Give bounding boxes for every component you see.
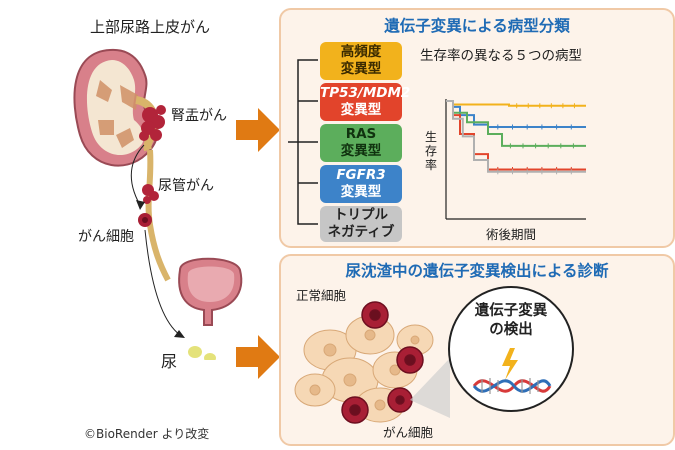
detection-line1: 遺伝子変異 bbox=[474, 303, 548, 319]
ureter-tumor bbox=[142, 184, 159, 204]
detection-line2: の検出 bbox=[489, 322, 533, 338]
ureter bbox=[145, 149, 171, 282]
lightning-icon bbox=[502, 348, 518, 380]
subtype-label-line2: 変異型 bbox=[340, 143, 382, 159]
ureter-cancer-label: 尿管がん bbox=[158, 178, 214, 194]
urine-sediment-cells bbox=[294, 301, 450, 424]
chart-xlabel: 術後期間 bbox=[486, 227, 537, 242]
survival-curve-0 bbox=[446, 100, 586, 107]
normal-cells bbox=[294, 315, 434, 423]
normal-cells-label: 正常細胞 bbox=[296, 288, 347, 303]
chart-ylabel: 生存率 bbox=[425, 130, 438, 172]
survival-chart bbox=[445, 99, 586, 220]
subtype-tp53-mdm2: TP53/MDM2 変異型 bbox=[320, 83, 411, 121]
renal-pelvis-cancer-label: 腎盂がん bbox=[171, 108, 227, 124]
subtype-label-line1: RAS bbox=[345, 126, 377, 142]
survival-curve-3 bbox=[446, 100, 586, 171]
dna-mutation-icon bbox=[472, 348, 552, 394]
urine-drops bbox=[188, 346, 216, 360]
renal-pelvis-tumor bbox=[139, 105, 166, 141]
subtype-label-line2: 変異型 bbox=[340, 184, 382, 200]
subtype-label-line2: 変異型 bbox=[340, 102, 382, 118]
credit-text: ©BioRender より改変 bbox=[84, 427, 210, 441]
subtype-label-line2: 変異型 bbox=[340, 61, 382, 77]
classification-title: 遺伝子変異による病型分類 bbox=[384, 17, 570, 35]
arrow-to-classification bbox=[236, 108, 280, 152]
subtype-triple-negative: トリプル ネガティブ bbox=[320, 206, 402, 242]
subtype-high-frequency: 高頻度 変異型 bbox=[320, 42, 402, 80]
left-title: 上部尿路上皮がん bbox=[90, 18, 211, 36]
subtype-label-line1: トリプル bbox=[334, 207, 388, 223]
survival-curve-2 bbox=[446, 100, 586, 147]
subtype-fgfr3: FGFR3 変異型 bbox=[320, 165, 402, 203]
urinary-tract-illustration bbox=[73, 48, 243, 360]
subtype-label-line1: 高頻度 bbox=[340, 44, 382, 60]
detection-text: 遺伝子変異 の検出 bbox=[448, 302, 574, 340]
urine-label: 尿 bbox=[161, 352, 178, 371]
kidney bbox=[73, 48, 159, 167]
cancer-cells-label-bottom: がん細胞 bbox=[383, 425, 434, 440]
subtype-ras: RAS 変異型 bbox=[320, 124, 402, 162]
bladder bbox=[178, 257, 243, 326]
cancer-cells bbox=[341, 301, 424, 424]
diagnosis-title: 尿沈渣中の遺伝子変異検出による診断 bbox=[345, 262, 609, 280]
arrow-to-diagnosis bbox=[236, 335, 280, 379]
cancer-cell-small bbox=[138, 213, 152, 227]
classification-subtitle: 生存率の異なる５つの病型 bbox=[420, 48, 582, 64]
subtype-label-line1: FGFR3 bbox=[336, 167, 386, 183]
subtype-label-line2: ネガティブ bbox=[327, 224, 395, 240]
survival-curve-4 bbox=[446, 100, 586, 173]
cancer-cells-label-left: がん細胞 bbox=[78, 229, 134, 245]
subtype-label-line1: TP53/MDM2 bbox=[320, 85, 411, 101]
subtype-bracket bbox=[288, 59, 318, 225]
